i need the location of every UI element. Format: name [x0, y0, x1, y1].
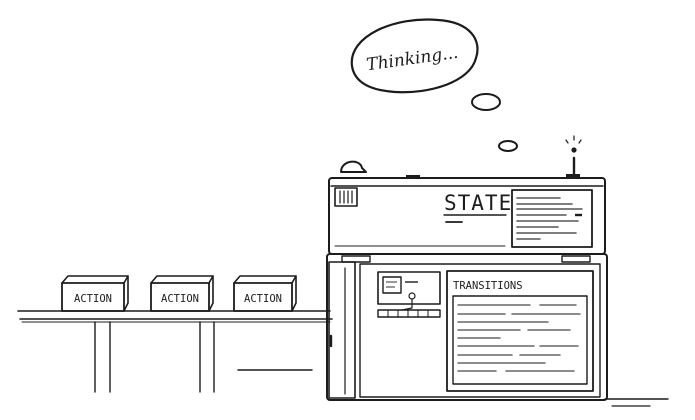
conveyor-belt: [17, 310, 333, 323]
antenna-light-icon: [571, 147, 577, 153]
thought-text: Thinking...: [365, 43, 459, 76]
thought-dot-small: [498, 140, 518, 152]
latch-icon: [566, 174, 580, 178]
action-box-3: ACTION: [233, 275, 297, 312]
latch-icon: [406, 175, 420, 178]
action-label-3: ACTION: [244, 293, 282, 305]
handle-icon: [340, 160, 367, 173]
keypad: [377, 309, 441, 318]
action-box-2: ACTION: [150, 275, 214, 312]
transitions-unit: TRANSITIONS: [326, 253, 608, 401]
transitions-label: TRANSITIONS: [453, 280, 523, 292]
conveyor-legs: [94, 321, 215, 393]
state-screen: [511, 189, 593, 248]
thought-bubble: Thinking...: [350, 18, 479, 94]
floor-lines: [237, 369, 669, 407]
thought-dot-large: [471, 93, 501, 111]
transitions-panel: TRANSITIONS: [446, 270, 594, 392]
action-label-1: ACTION: [74, 293, 112, 305]
vent-icon: [334, 187, 358, 207]
state-label: STATE: [444, 191, 512, 215]
action-label-2: ACTION: [161, 293, 199, 305]
action-box-1: ACTION: [61, 275, 129, 312]
control-panel: [377, 271, 441, 318]
state-unit: STATE: [328, 135, 606, 255]
